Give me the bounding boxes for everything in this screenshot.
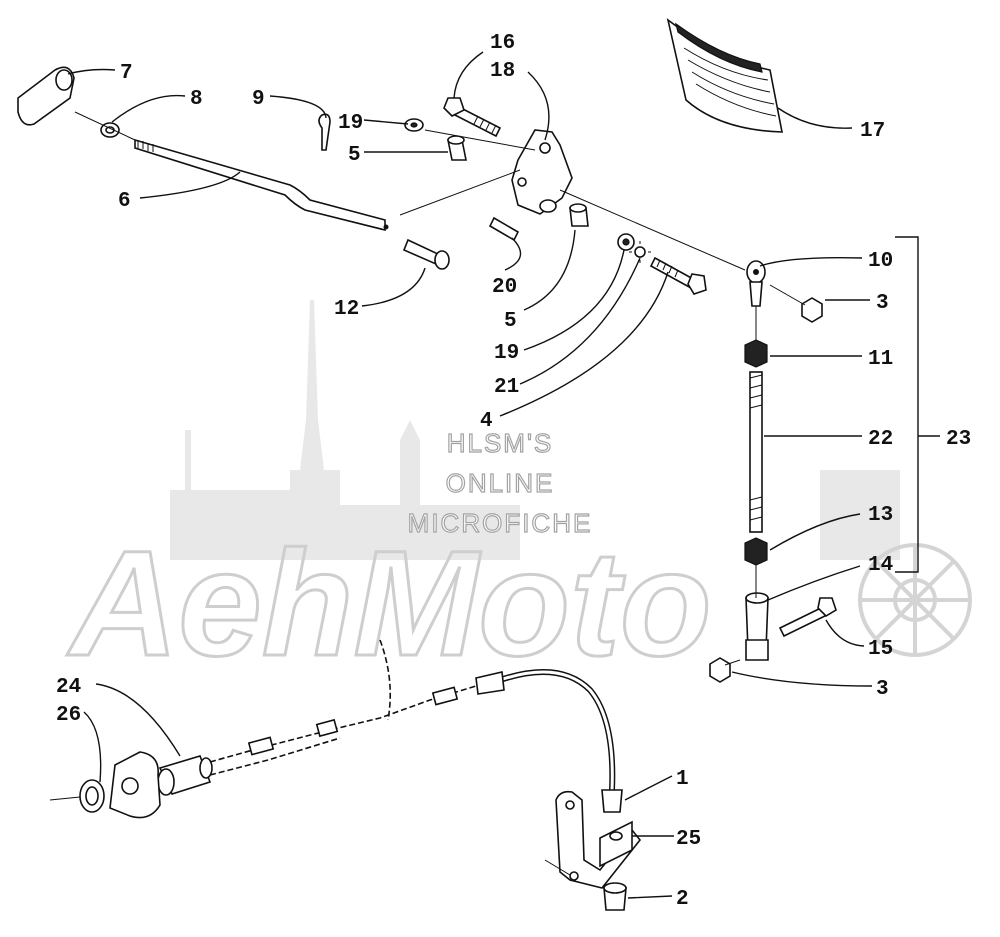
part-6-rod: [134, 138, 389, 232]
assembly-center-lines: [49, 111, 806, 876]
part-5-spacer-top: [447, 135, 467, 161]
watermark-wheel: [858, 543, 972, 657]
callout-leaders: [67, 51, 940, 899]
part-25-bracket: [555, 790, 642, 889]
callout-6: 6: [118, 190, 131, 213]
part-20-pin: [488, 216, 520, 242]
callout-23: 23: [946, 428, 971, 451]
callout-7: 7: [120, 62, 133, 85]
watermark-skyline: [170, 300, 900, 560]
callout-25: 25: [676, 828, 701, 851]
callout-21: 21: [494, 376, 519, 399]
watermark: AehMoto HLSM'S ONLINE MICROFICHE: [65, 300, 972, 689]
callout-26: 26: [56, 704, 81, 727]
watermark-brand: AehMoto: [66, 519, 712, 687]
part-13-jam-nut: [744, 537, 768, 566]
callout-24: 24: [56, 676, 81, 699]
callout-18: 18: [490, 60, 515, 83]
callout-2: 2: [676, 888, 689, 911]
part-11-jam-nut: [744, 339, 768, 368]
part-5-spacer-lower: [569, 203, 589, 227]
part-9-cotter-pin: [318, 113, 331, 151]
watermark-line1: HLSM'S: [447, 428, 554, 458]
part-22-threaded-rod: [749, 371, 763, 533]
callout-10: 10: [868, 250, 893, 273]
callout-4: 4: [480, 410, 493, 433]
callout-12: 12: [334, 298, 359, 321]
callout-14: 14: [868, 554, 893, 577]
callout-13: 13: [868, 504, 893, 527]
part-26-ring-nut: [79, 779, 105, 813]
part-3-nut-bottom: [709, 657, 731, 683]
part-10-rod-end: [746, 260, 766, 307]
callout-3-top: 3: [876, 292, 889, 315]
part-17-decal: [666, 18, 783, 133]
callout-11: 11: [868, 348, 893, 371]
part-21-star-washer: [629, 241, 651, 263]
callout-labels: 7 8 9 19 5 6 12 16 18 17 20 5 19 21 4 10…: [56, 32, 971, 911]
part-19-washer-lower: [617, 233, 635, 251]
callout-17: 17: [860, 120, 885, 143]
callout-19-top: 19: [338, 112, 363, 135]
part-19-washer-top: [404, 118, 424, 132]
callout-16: 16: [490, 32, 515, 55]
part-2-fitting: [603, 882, 627, 911]
part-14-rod-end: [745, 592, 769, 661]
callout-15: 15: [868, 638, 893, 661]
part-12-clevis-pin: [402, 238, 450, 270]
part-18-bracket: [511, 129, 573, 215]
part-4-bolt: [649, 256, 707, 295]
callout-8: 8: [190, 88, 203, 111]
watermark-line2: ONLINE: [446, 468, 555, 498]
part-15-bolt: [778, 597, 837, 638]
callout-5-top: 5: [348, 144, 361, 167]
part-7-knob: [17, 66, 75, 126]
part-mounting-plate: [109, 751, 161, 819]
watermark-line3: MICROFICHE: [408, 508, 593, 538]
part-3-nut-top: [801, 297, 823, 323]
callout-9: 9: [252, 88, 265, 111]
part-16-bolt: [443, 97, 502, 138]
part-1-cable: [475, 669, 623, 813]
part-connectors: [247, 686, 459, 756]
callout-1: 1: [676, 768, 689, 791]
callout-20: 20: [492, 276, 517, 299]
part-24-switch: [157, 755, 213, 796]
callout-22: 22: [868, 428, 893, 451]
callout-19-lower: 19: [494, 342, 519, 365]
callout-5-lower: 5: [504, 310, 517, 333]
callout-3-bottom: 3: [876, 678, 889, 701]
